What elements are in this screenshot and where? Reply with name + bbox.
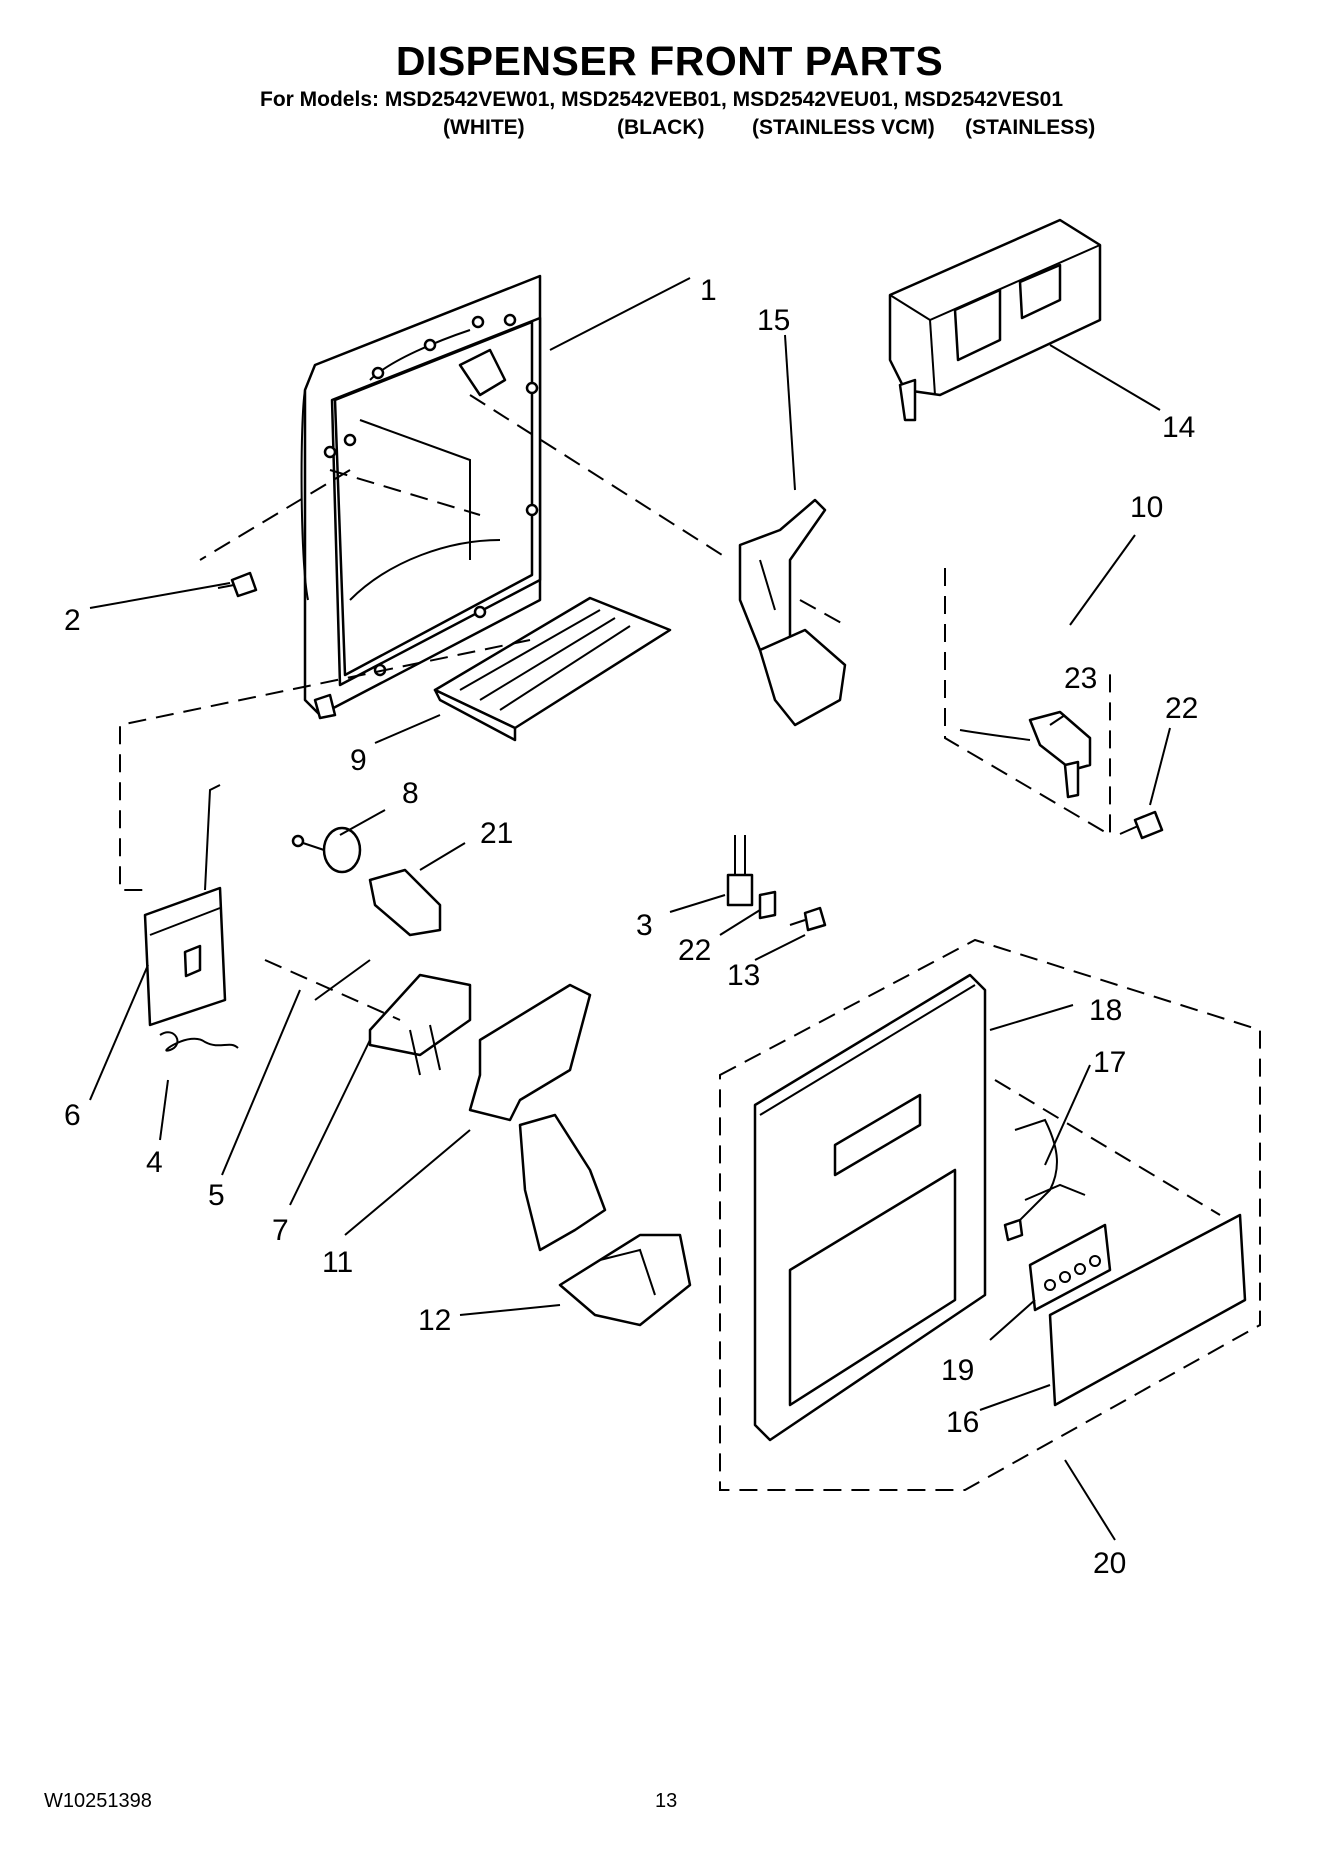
part-3-clip[interactable] [726, 835, 754, 907]
part-19-control-board[interactable] [1028, 1223, 1112, 1312]
group-20-boundary [719, 938, 1261, 1491]
part-11-water-lever[interactable] [468, 983, 607, 1252]
callout-12: 12 [418, 1304, 451, 1337]
part-17-wire-harness[interactable] [1003, 1118, 1086, 1242]
callout-23: 23 [1064, 662, 1097, 695]
models-line: For Models: MSD2542VEW01, MSD2542VEB01, … [260, 88, 1064, 111]
callout-3: 3 [636, 909, 653, 942]
callout-5: 5 [208, 1179, 225, 1212]
part-16-overlay[interactable] [1048, 1213, 1247, 1407]
variant-white: (WHITE) [443, 116, 525, 139]
part-14-bracket[interactable] [888, 218, 1102, 422]
callout-9: 9 [350, 744, 367, 777]
page-title: DISPENSER FRONT PARTS [395, 38, 944, 84]
part-22-screw-right[interactable] [1119, 810, 1164, 840]
callout-15: 15 [757, 304, 790, 337]
part-18-front-panel[interactable] [753, 973, 987, 1442]
callout-11: 11 [322, 1246, 353, 1279]
callout-16: 16 [946, 1406, 979, 1439]
callout-1: 1 [700, 274, 717, 307]
part-9-drip-tray[interactable] [433, 596, 672, 742]
part-13-screw[interactable] [789, 906, 827, 932]
variant-black: (BLACK) [617, 116, 705, 139]
part-7-actuator[interactable] [368, 973, 472, 1076]
variant-stainless: (STAINLESS) [965, 116, 1096, 139]
callout-6: 6 [64, 1099, 81, 1132]
callout-8: 8 [402, 777, 419, 810]
callout-18: 18 [1089, 994, 1122, 1027]
part-1-housing[interactable] [300, 274, 542, 720]
callout-4: 4 [146, 1146, 163, 1179]
part-23-switch-lever[interactable] [959, 710, 1092, 799]
part-15-lever[interactable] [738, 498, 847, 727]
part-22-clip-center[interactable] [758, 890, 777, 920]
part-5-pin[interactable] [314, 959, 371, 1001]
part-2-screw[interactable] [217, 571, 258, 598]
callout-17: 17 [1093, 1046, 1126, 1079]
callout-20: 20 [1093, 1547, 1126, 1580]
page-number: 13 [655, 1790, 678, 1812]
part-12-drip-cup[interactable] [558, 1233, 692, 1327]
variant-stainless-vcm: (STAINLESS VCM) [752, 116, 935, 139]
callout-14: 14 [1162, 411, 1195, 444]
callout-22-center: 22 [678, 934, 711, 967]
part-21-cover[interactable] [368, 868, 442, 937]
callout-21: 21 [480, 817, 513, 850]
assembly-lines [119, 394, 1221, 1216]
callout-13: 13 [727, 959, 760, 992]
part-6-module[interactable] [143, 784, 227, 1027]
leader-lines [89, 277, 1171, 1541]
callout-2: 2 [64, 604, 81, 637]
part-4-spring[interactable] [159, 1031, 239, 1052]
callout-10: 10 [1130, 491, 1163, 524]
document-code: W10251398 [44, 1790, 152, 1812]
group-10-boundary [944, 568, 1111, 837]
callout-22-right: 22 [1165, 692, 1198, 725]
callout-19: 19 [941, 1354, 974, 1387]
callout-7: 7 [272, 1214, 289, 1247]
part-8-solenoid[interactable] [291, 826, 362, 874]
